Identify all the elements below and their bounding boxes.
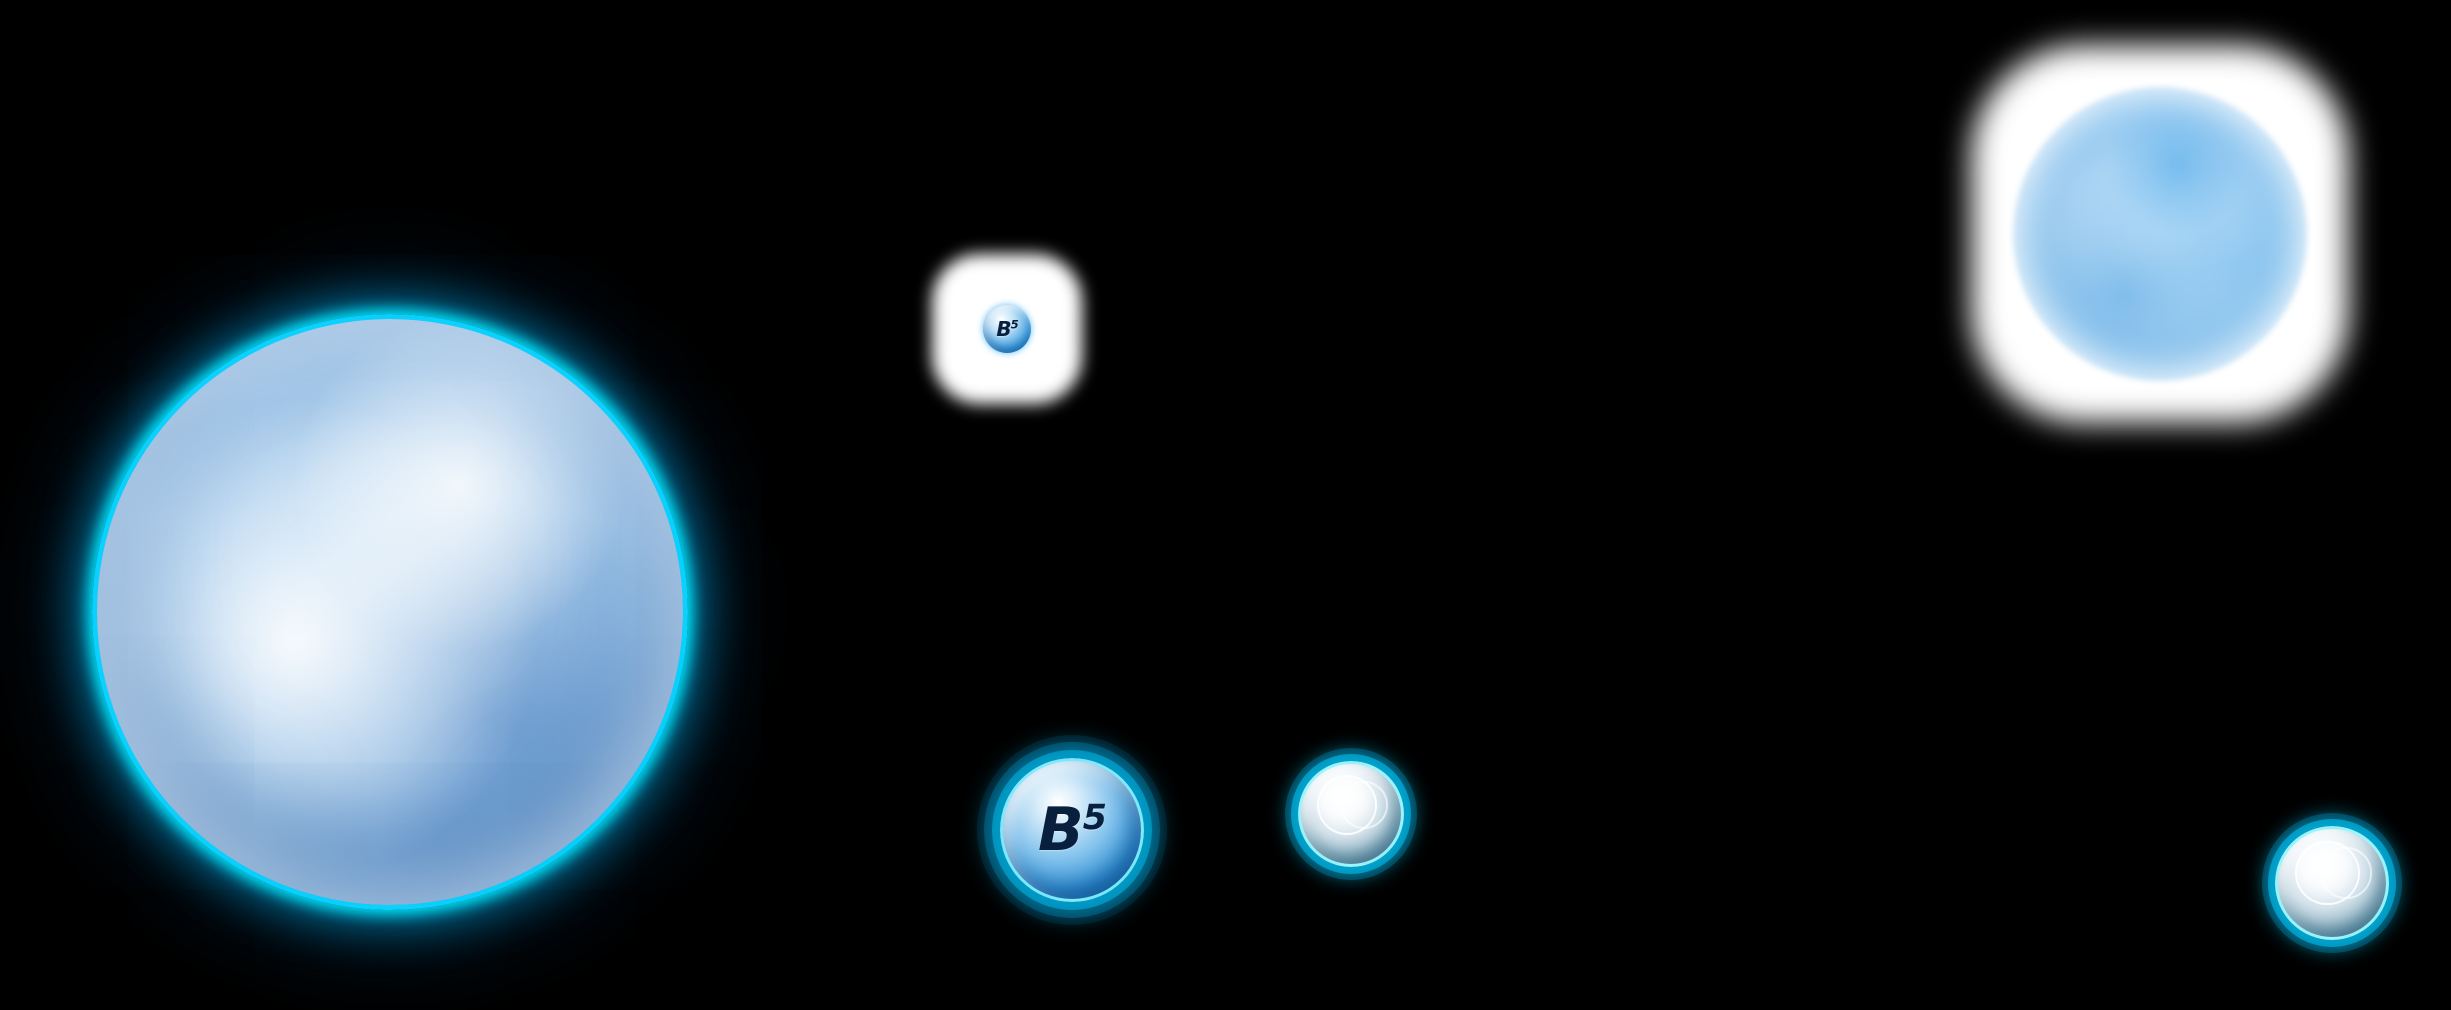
bubble-card-b5-small-sphere: B5	[983, 305, 1031, 353]
bubble-pearl-ringed-right[interactable]	[2275, 826, 2389, 940]
b5-label: B5	[996, 317, 1018, 341]
bubble-white-glow-large[interactable]	[1959, 33, 2361, 435]
bubble-card-b5-small[interactable]: B5	[926, 248, 1088, 410]
b5-label: B5	[1038, 795, 1107, 865]
bubble-b5-ringed[interactable]: B5	[1000, 758, 1144, 902]
bubble-white-glow-large-sphere	[2013, 87, 2307, 381]
bubble-large-glass[interactable]	[92, 314, 688, 910]
bubble-pearl-ringed-mid[interactable]	[1298, 761, 1404, 867]
